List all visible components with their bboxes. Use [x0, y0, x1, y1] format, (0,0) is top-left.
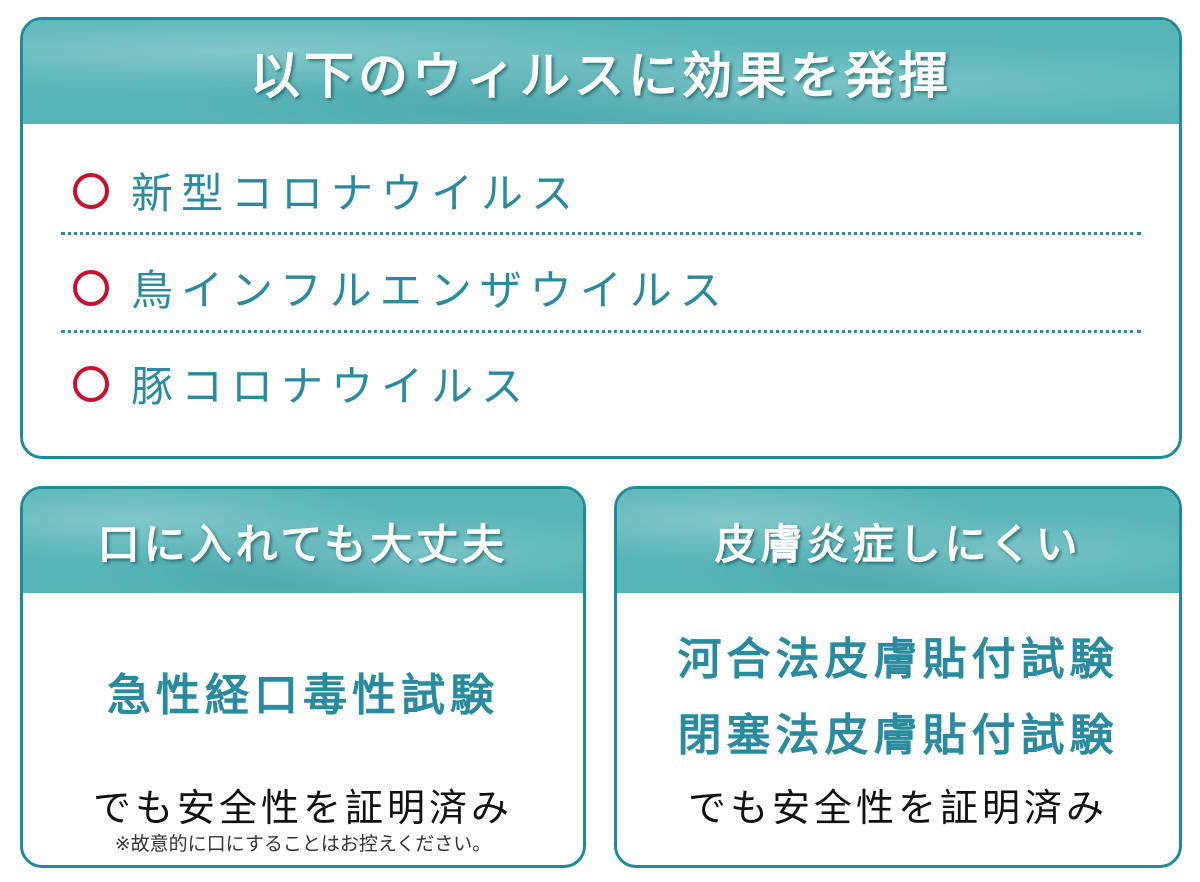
card-title: 皮膚炎症しにくい	[617, 489, 1179, 593]
list-item-label: 新型コロナウイルス	[131, 169, 582, 218]
caution-note: ※故意的に口にすることはお控えください。	[114, 833, 492, 855]
circle-mark-icon	[73, 172, 109, 209]
oral-safety-card: 口に入れても大丈夫 急性経口毒性試験 でも安全性を証明済み ※故意的に口にするこ…	[20, 486, 586, 868]
test-name: 河合法皮膚貼付試験	[677, 634, 1119, 685]
list-item-label: 豚コロナウイルス	[131, 362, 532, 411]
virus-effect-card: 以下のウィルスに効果を発揮 新型コロナウイルス 鳥インフルエンザウイルス 豚コロ…	[20, 17, 1182, 459]
circle-mark-icon	[73, 365, 109, 402]
list-item: 新型コロナウイルス	[73, 160, 581, 221]
proof-text: でも安全性を証明済み	[92, 786, 513, 830]
proof-text: でも安全性を証明済み	[687, 786, 1108, 830]
list-item-label: 鳥インフルエンザウイルス	[131, 266, 730, 315]
divider	[61, 232, 1141, 235]
test-name: 閉塞法皮膚貼付試験	[677, 710, 1119, 761]
test-name: 急性経口毒性試験	[107, 670, 499, 721]
skin-safety-card: 皮膚炎症しにくい 河合法皮膚貼付試験 閉塞法皮膚貼付試験 でも安全性を証明済み	[614, 486, 1182, 868]
list-item: 豚コロナウイルス	[73, 353, 531, 414]
card-title: 口に入れても大丈夫	[23, 489, 583, 593]
card-title: 以下のウィルスに効果を発揮	[23, 20, 1179, 124]
circle-mark-icon	[73, 269, 109, 306]
divider	[61, 330, 1141, 333]
list-item: 鳥インフルエンザウイルス	[73, 257, 730, 318]
